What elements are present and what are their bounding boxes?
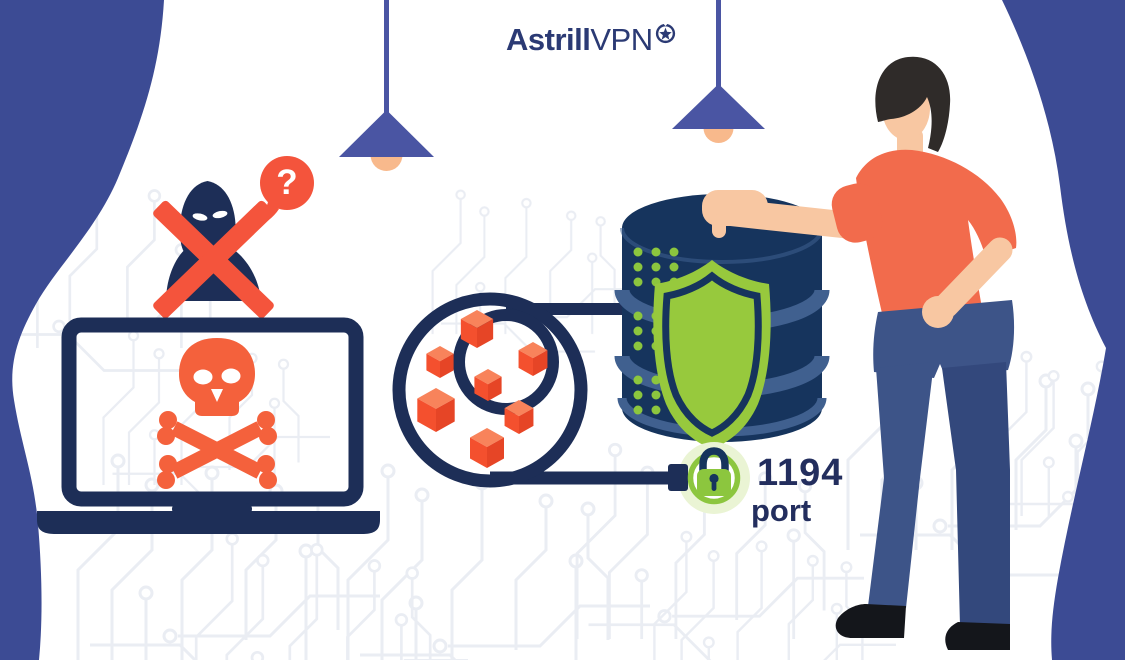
blocked-x-icon (153, 200, 274, 319)
person (702, 56, 1017, 650)
left-blue-blob (0, 0, 164, 660)
right-blue-blob (1002, 0, 1125, 660)
hand-on-database (702, 190, 768, 226)
brand-logo-primary: Astrill (506, 22, 591, 57)
pants-hip (873, 300, 1015, 378)
skull-crossbones-icon (157, 338, 277, 489)
right-shoe (945, 622, 1010, 650)
left-leg (868, 362, 934, 608)
laptop-icon (37, 317, 380, 534)
hacker-eye (212, 210, 228, 219)
sleeve (831, 183, 883, 243)
left-shoe (835, 604, 906, 638)
brand-logo-secondary: VPN (590, 22, 653, 57)
shield-icon (653, 260, 771, 449)
port-label: port (751, 493, 812, 528)
question-mark-text: ? (276, 163, 298, 202)
question-bubble-icon (255, 156, 314, 226)
port-number: 1194 (757, 452, 844, 494)
right-leg (942, 362, 1010, 626)
hacker-eye (192, 213, 208, 221)
pendant-lamp-icon (672, 0, 765, 143)
hair (875, 56, 951, 152)
padlock-icon (668, 442, 750, 514)
pendant-lamp-icon (339, 0, 434, 171)
logo-star-icon (655, 23, 675, 44)
fist-on-hip (922, 296, 954, 328)
